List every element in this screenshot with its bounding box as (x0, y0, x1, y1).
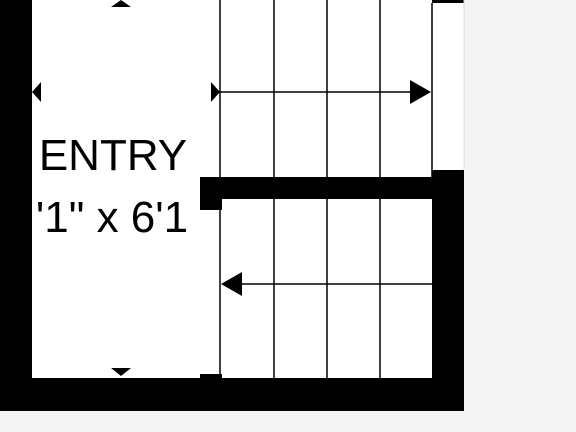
stair-arrow-down (221, 272, 432, 296)
stair-post (200, 177, 222, 210)
triangle-up-icon (111, 0, 131, 7)
arrow-right-icon (410, 80, 431, 104)
dimension-ticks (32, 0, 220, 376)
bottom-margin (0, 411, 576, 432)
triangle-left-icon (32, 82, 41, 102)
left-wall (0, 0, 32, 411)
stair-jambs (219, 0, 465, 378)
arrow-left-icon (221, 272, 242, 296)
landing-wall (200, 177, 464, 199)
room-dimensions: '1" x 6'1 (36, 193, 188, 242)
top-right-wall-cap (432, 0, 464, 3)
bottom-wall (0, 378, 464, 411)
lower-stair-treads (273, 199, 381, 378)
room-name: ENTRY (39, 131, 187, 180)
right-wall-lower (432, 170, 464, 411)
stair-post-bottom (200, 374, 222, 382)
stair-arrow-up (220, 80, 431, 104)
walls (0, 0, 464, 411)
triangle-right-icon (211, 82, 220, 102)
upper-stair-treads (273, 0, 381, 177)
right-margin (464, 0, 576, 432)
triangle-down-icon (111, 368, 131, 376)
